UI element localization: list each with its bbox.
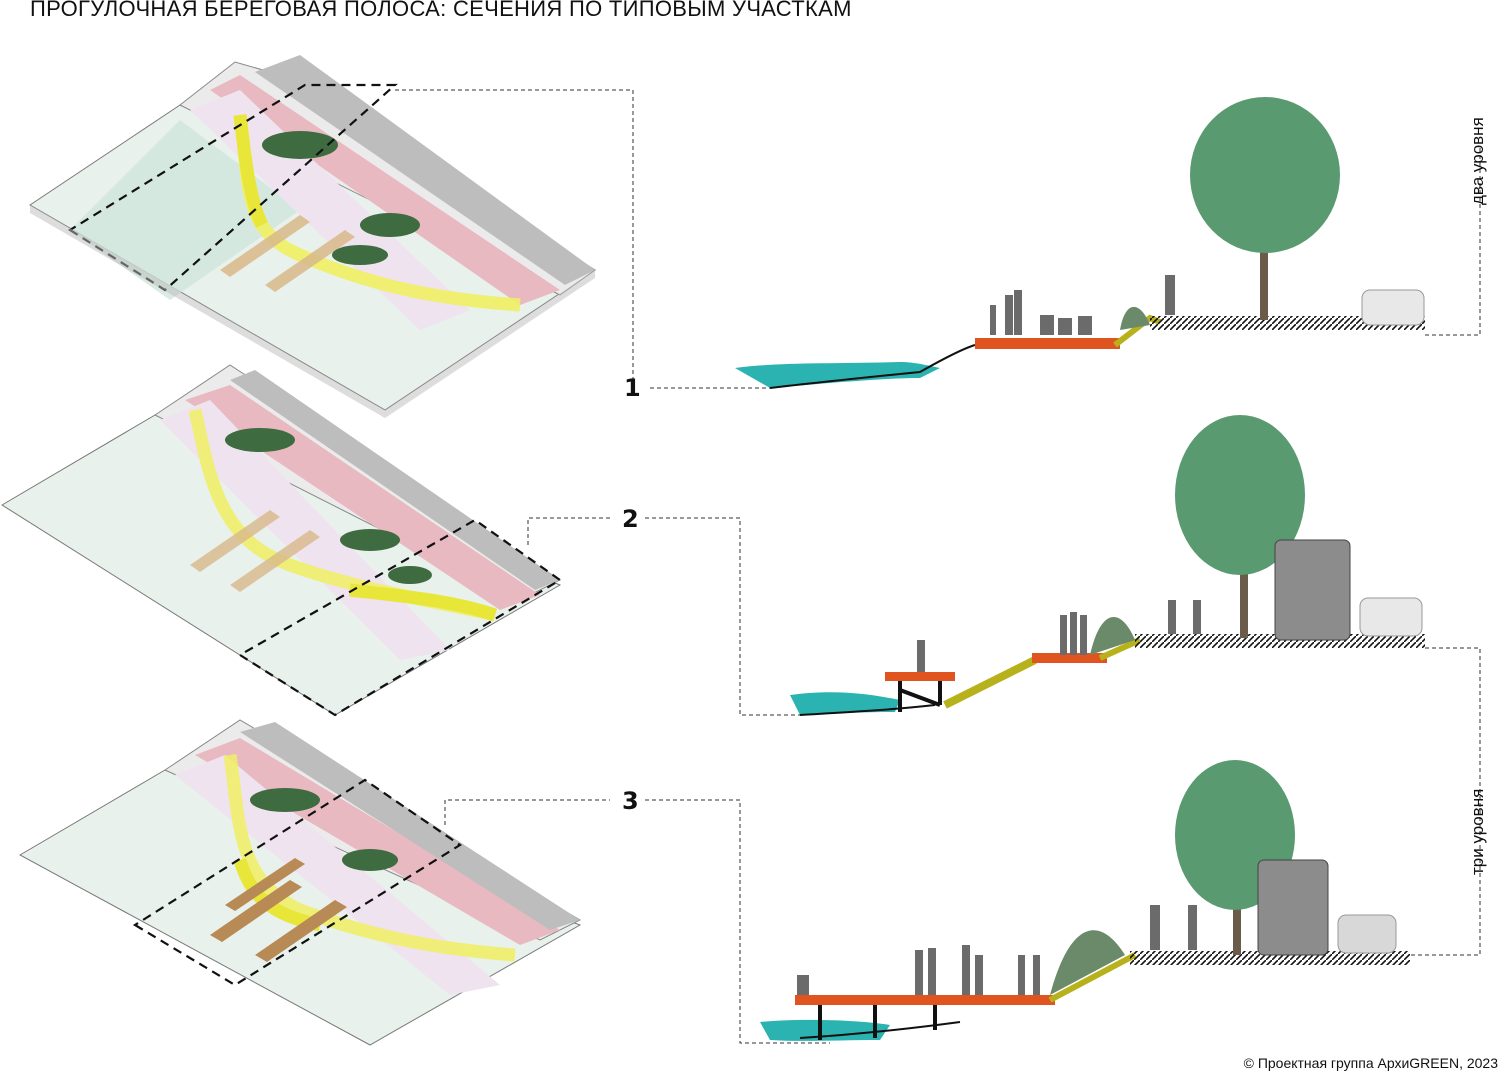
- ground-1: [1150, 316, 1425, 330]
- ground-2: [1135, 634, 1425, 648]
- tree-trunk-1: [1260, 235, 1268, 320]
- section-number-3: 3: [622, 787, 639, 815]
- axon-block-2: [1, 364, 563, 717]
- truck-2: [1274, 539, 1351, 641]
- section-number-2: 2: [622, 505, 639, 533]
- leader-lines: [395, 89, 1481, 1044]
- section-3: [760, 760, 1410, 1041]
- section-number-1: 1: [624, 374, 641, 402]
- axon-block-3: [18, 719, 582, 1046]
- level-label-two: два уровня: [1468, 117, 1487, 205]
- car-1: [1361, 289, 1425, 326]
- car-2: [1359, 597, 1423, 637]
- section-2: [790, 415, 1425, 716]
- tree-crown-2: [1175, 415, 1305, 575]
- page-title: ПРОГУЛОЧНАЯ БЕРЕГОВАЯ ПОЛОСА: СЕЧЕНИЯ ПО…: [30, 0, 852, 21]
- copyright: © Проектная группа АрхиGREEN, 2023: [1243, 1055, 1498, 1071]
- truck-3: [1257, 859, 1329, 956]
- car-3: [1337, 914, 1397, 954]
- pier-2: [885, 672, 955, 681]
- people-2: [917, 600, 1201, 672]
- people-1: [990, 275, 1175, 335]
- ground-3: [1130, 951, 1410, 965]
- tree-crown-1: [1190, 97, 1340, 253]
- section-1: [735, 97, 1425, 389]
- axon-block-1: [29, 55, 597, 418]
- pier-3: [795, 995, 1055, 1005]
- level-label-three: три уровня: [1468, 788, 1487, 875]
- people-3: [797, 905, 1197, 995]
- deck-2: [1032, 653, 1107, 663]
- deck-1: [975, 338, 1120, 349]
